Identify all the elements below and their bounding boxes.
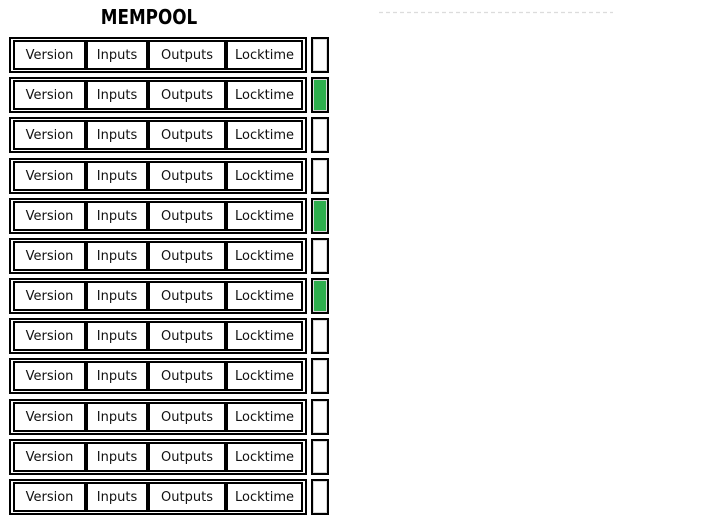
tx-field-inputs: Inputs xyxy=(86,80,148,110)
transaction-box: Version Inputs Outputs Locktime xyxy=(9,318,307,354)
tx-status-box xyxy=(311,479,329,515)
tx-status-box xyxy=(311,117,329,153)
transaction-box: Version Inputs Outputs Locktime xyxy=(9,479,307,515)
transaction-box: Version Inputs Outputs Locktime xyxy=(9,77,307,113)
tx-field-outputs: Outputs xyxy=(148,482,226,512)
tx-status-box xyxy=(311,399,329,435)
tx-field-inputs: Inputs xyxy=(86,120,148,150)
tx-field-locktime: Locktime xyxy=(226,241,303,271)
page-title: MEMPOOL xyxy=(100,5,198,29)
tx-field-outputs: Outputs xyxy=(148,241,226,271)
tx-field-version: Version xyxy=(13,241,86,271)
transaction-box: Version Inputs Outputs Locktime xyxy=(9,358,307,394)
tx-field-outputs: Outputs xyxy=(148,321,226,351)
tx-field-locktime: Locktime xyxy=(226,442,303,472)
tx-status-box xyxy=(311,238,329,274)
tx-status-box xyxy=(311,439,329,475)
tx-field-inputs: Inputs xyxy=(86,161,148,191)
tx-status-box xyxy=(311,358,329,394)
tx-status-box xyxy=(311,318,329,354)
transaction-row: Version Inputs Outputs Locktime xyxy=(9,77,329,113)
tx-field-inputs: Inputs xyxy=(86,402,148,432)
tx-field-locktime: Locktime xyxy=(226,80,303,110)
tx-status-box xyxy=(311,198,329,234)
tx-field-locktime: Locktime xyxy=(226,281,303,311)
tx-field-version: Version xyxy=(13,120,86,150)
tx-field-outputs: Outputs xyxy=(148,442,226,472)
tx-field-version: Version xyxy=(13,281,86,311)
tx-field-inputs: Inputs xyxy=(86,281,148,311)
tx-field-inputs: Inputs xyxy=(86,361,148,391)
tx-field-inputs: Inputs xyxy=(86,321,148,351)
tx-field-inputs: Inputs xyxy=(86,241,148,271)
transaction-row: Version Inputs Outputs Locktime xyxy=(9,358,329,394)
tx-field-outputs: Outputs xyxy=(148,361,226,391)
tx-field-locktime: Locktime xyxy=(226,120,303,150)
tx-field-outputs: Outputs xyxy=(148,161,226,191)
transaction-box: Version Inputs Outputs Locktime xyxy=(9,117,307,153)
tx-field-locktime: Locktime xyxy=(226,321,303,351)
transaction-box: Version Inputs Outputs Locktime xyxy=(9,158,307,194)
transaction-row: Version Inputs Outputs Locktime xyxy=(9,479,329,515)
tx-field-version: Version xyxy=(13,161,86,191)
tx-field-locktime: Locktime xyxy=(226,161,303,191)
tx-field-version: Version xyxy=(13,80,86,110)
transaction-row: Version Inputs Outputs Locktime xyxy=(9,37,329,73)
transaction-box: Version Inputs Outputs Locktime xyxy=(9,278,307,314)
tx-field-locktime: Locktime xyxy=(226,201,303,231)
transaction-row: Version Inputs Outputs Locktime xyxy=(9,318,329,354)
tx-field-inputs: Inputs xyxy=(86,442,148,472)
transaction-row: Version Inputs Outputs Locktime xyxy=(9,278,329,314)
tx-field-version: Version xyxy=(13,402,86,432)
tx-status-box xyxy=(311,158,329,194)
tx-status-box xyxy=(311,278,329,314)
transaction-row: Version Inputs Outputs Locktime xyxy=(9,399,329,435)
tx-field-version: Version xyxy=(13,482,86,512)
tx-field-outputs: Outputs xyxy=(148,40,226,70)
tx-field-locktime: Locktime xyxy=(226,40,303,70)
transaction-row: Version Inputs Outputs Locktime xyxy=(9,439,329,475)
tx-field-inputs: Inputs xyxy=(86,40,148,70)
transaction-box: Version Inputs Outputs Locktime xyxy=(9,399,307,435)
transaction-box: Version Inputs Outputs Locktime xyxy=(9,198,307,234)
transaction-box: Version Inputs Outputs Locktime xyxy=(9,439,307,475)
transaction-row: Version Inputs Outputs Locktime xyxy=(9,158,329,194)
tx-field-inputs: Inputs xyxy=(86,201,148,231)
transaction-box: Version Inputs Outputs Locktime xyxy=(9,238,307,274)
tx-field-version: Version xyxy=(13,201,86,231)
tx-field-outputs: Outputs xyxy=(148,201,226,231)
tx-field-version: Version xyxy=(13,442,86,472)
tx-field-version: Version xyxy=(13,361,86,391)
tx-field-outputs: Outputs xyxy=(148,80,226,110)
tx-field-inputs: Inputs xyxy=(86,482,148,512)
tx-field-version: Version xyxy=(13,321,86,351)
transaction-row: Version Inputs Outputs Locktime xyxy=(9,198,329,234)
tx-field-locktime: Locktime xyxy=(226,482,303,512)
tx-status-box xyxy=(311,37,329,73)
tx-status-box xyxy=(311,77,329,113)
tx-field-outputs: Outputs xyxy=(148,120,226,150)
tx-field-outputs: Outputs xyxy=(148,402,226,432)
tx-field-locktime: Locktime xyxy=(226,402,303,432)
tx-field-version: Version xyxy=(13,40,86,70)
transaction-box: Version Inputs Outputs Locktime xyxy=(9,37,307,73)
transaction-row: Version Inputs Outputs Locktime xyxy=(9,238,329,274)
transaction-row: Version Inputs Outputs Locktime xyxy=(9,117,329,153)
tx-field-outputs: Outputs xyxy=(148,281,226,311)
tx-field-locktime: Locktime xyxy=(226,361,303,391)
